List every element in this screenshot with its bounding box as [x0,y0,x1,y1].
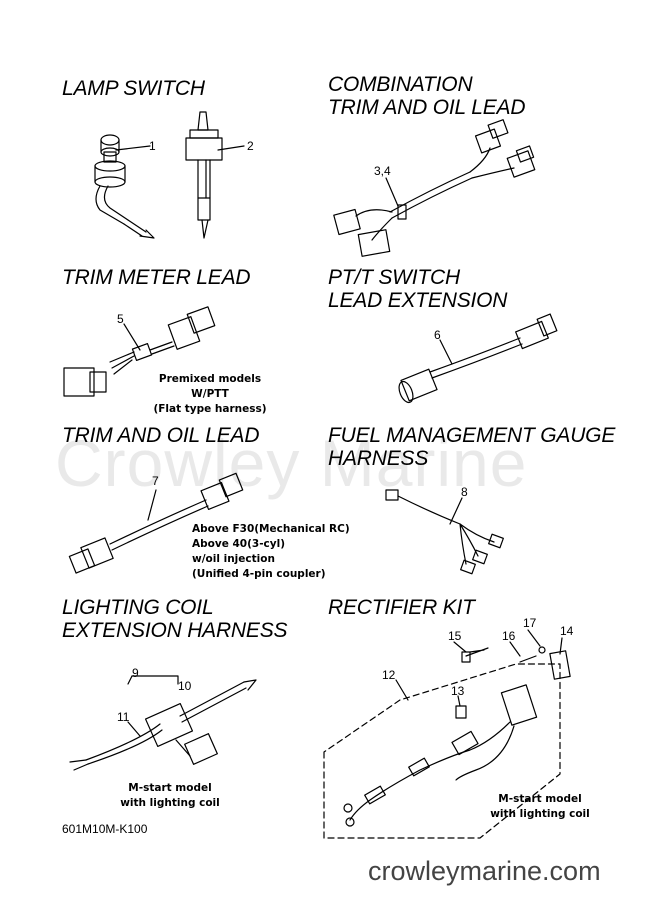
note-trim-meter: Premixed models W/PTT (Flat type harness… [153,373,267,415]
callout-5: 5 [117,312,124,326]
diagram-code: 601M10M-K100 [62,822,148,836]
section-title-combination: COMBINATION TRIM AND OIL LEAD [328,73,526,119]
switch-part-2 [185,111,245,239]
rectifier-kit-part-12-17 [323,629,571,839]
note-trim-oil: Above F30(Mechanical RC) Above 40(3-cyl)… [192,523,350,580]
fuel-gauge-harness-part-8 [385,489,504,575]
site-url: crowleymarine.com [368,856,601,886]
section-title-ptt-switch: PT/T SWITCH LEAD EXTENSION [328,266,508,312]
callout-7: 7 [152,474,159,488]
callout-9: 9 [132,666,139,680]
trim-meter-lead-part-5 [63,306,216,397]
note-rectifier: M-start model with lighting coil [490,793,590,820]
callout-2: 2 [247,139,254,153]
callout-17: 17 [523,616,537,630]
ptt-extension-part-6 [398,313,558,404]
callout-13: 13 [451,684,465,698]
callout-16: 16 [502,629,516,643]
callout-8: 8 [461,485,468,499]
watermark-text: Crowley Marine [55,426,528,500]
callout-10: 10 [178,679,192,693]
lighting-coil-harness-part-9-11 [69,675,257,771]
section-title-trim-oil-lead: TRIM AND OIL LEAD [62,424,260,447]
callout-12: 12 [382,668,396,682]
callout-14: 14 [560,624,574,638]
callout-11: 11 [117,710,130,724]
callout-3-4: 3,4 [374,164,391,178]
combination-lead-part-3-4 [333,119,536,257]
section-title-rectifier-kit: RECTIFIER KIT [328,596,475,619]
callout-15: 15 [448,629,462,643]
section-title-lighting-coil: LIGHTING COIL EXTENSION HARNESS [62,596,288,642]
callout-1: 1 [149,139,156,153]
section-title-lamp-switch: LAMP SWITCH [62,77,205,100]
section-title-fuel-gauge: FUEL MANAGEMENT GAUGE HARNESS [328,424,616,470]
lamp-switch-part-1 [94,134,155,239]
section-title-trim-meter-lead: TRIM METER LEAD [62,266,251,289]
note-lighting-coil: M-start model with lighting coil [120,782,220,809]
callout-6: 6 [434,328,441,342]
trim-oil-lead-part-7 [68,472,244,574]
